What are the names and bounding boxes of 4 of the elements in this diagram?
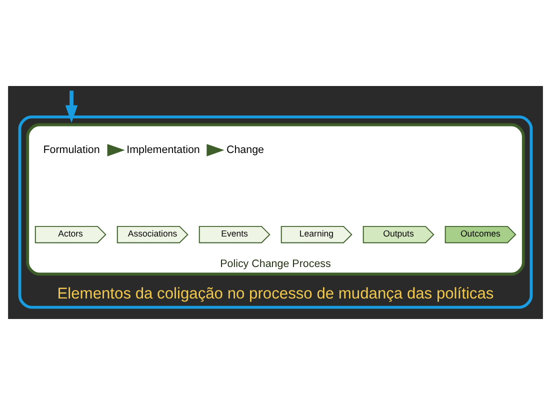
arrow	[65, 90, 78, 123]
node-text: Implementation	[126, 144, 200, 156]
node-text: Change	[226, 144, 264, 156]
node-text: Formulation	[43, 144, 100, 156]
